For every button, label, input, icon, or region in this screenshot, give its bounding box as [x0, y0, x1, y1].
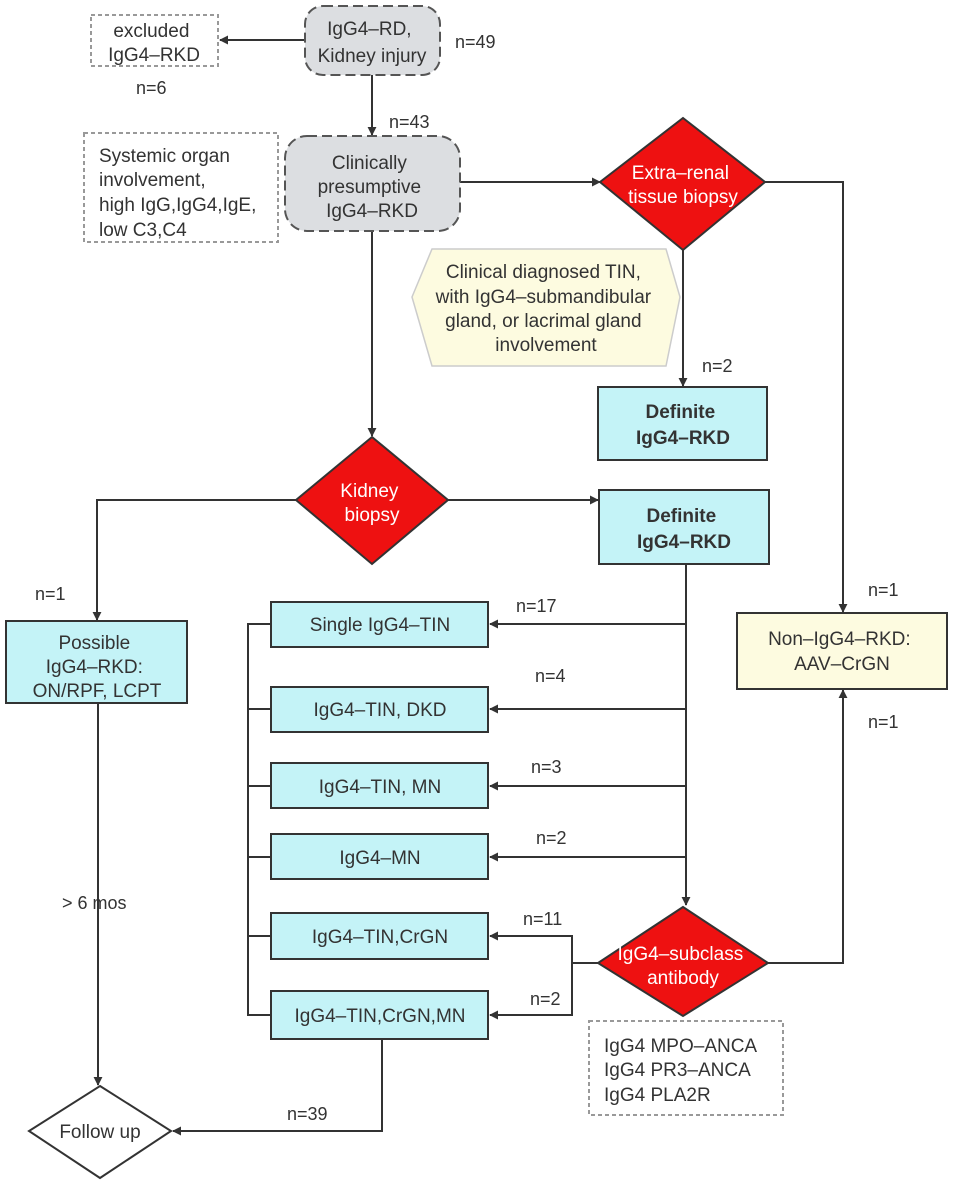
- possible-line-1: Possible: [58, 633, 130, 654]
- svg-text:excluded IgG4–RKD: excluded IgG4–RKD: [108, 21, 200, 66]
- tin-note-line-4: involvement: [495, 335, 597, 356]
- excluded-line-1: excluded: [113, 21, 189, 42]
- possible-node: Possible IgG4–RKD: ON/RPF, LCPT: [5, 620, 188, 704]
- count-n3: n=3: [531, 757, 562, 777]
- possible-line-3: ON/RPF, LCPT: [33, 681, 162, 702]
- antibody-line-3: IgG4 PLA2R: [604, 1085, 711, 1106]
- systemic-line-1: Systemic organ: [99, 146, 230, 167]
- definite-top-line-2: IgG4–RKD: [636, 428, 730, 449]
- count-labels: n=49 n=6 n=43 n=2 n=1 n=17 n=4 n=3 n=2 n…: [35, 32, 899, 1124]
- svg-text:Possible IgG4–RKD:: Possible IgG4–RKD: ON/RPF, LCPT: [33, 633, 162, 702]
- follow-up-diamond: Follow up: [27, 1084, 173, 1180]
- kidney-biopsy-line-2: biopsy: [345, 505, 400, 526]
- tin-crgn-node: IgG4–TIN,CrGN: [270, 912, 489, 960]
- single-tin-label: Single IgG4–TIN: [310, 615, 450, 636]
- excluded-note: excluded IgG4–RKD: [90, 14, 219, 67]
- mn-label: IgG4–MN: [339, 848, 420, 869]
- count-n2-top: n=2: [702, 356, 733, 376]
- tin-crgn-label: IgG4–TIN,CrGN: [312, 927, 448, 948]
- definite-mid-line-1: Definite: [647, 506, 717, 527]
- svg-text:IgG4–subclass antibody: IgG4–subclass antibody: [618, 944, 749, 989]
- tin-mn-node: IgG4–TIN, MN: [270, 762, 489, 809]
- count-n4: n=4: [535, 666, 566, 686]
- igg4rd-node: IgG4–RD, Kidney injury: [304, 5, 441, 76]
- systemic-line-4: low C3,C4: [99, 220, 187, 241]
- tin-crgn-mn-label: IgG4–TIN,CrGN,MN: [294, 1006, 465, 1027]
- edge-tin-crgn-mn-to-follow-up: [172, 1040, 383, 1136]
- connectors: [92, 35, 848, 1136]
- follow-up-label: Follow up: [59, 1122, 140, 1143]
- clinical-line-1: Clinically: [332, 153, 407, 174]
- clinical-node: Clinically presumptive IgG4–RKD: [284, 135, 461, 232]
- svg-text:Systemic organ involveme: Systemic organ involvement, high IgG,IgG…: [99, 146, 262, 241]
- svg-text:IgG4 MPO–ANCA IgG4 PR3–A: IgG4 MPO–ANCA IgG4 PR3–ANCA IgG4 PLA2R: [604, 1036, 761, 1106]
- definite-mid-node: Definite IgG4–RKD: [598, 489, 770, 565]
- kidney-biopsy-line-1: Kidney: [340, 481, 399, 502]
- edge-subclass-branch-lower: [489, 963, 573, 1020]
- definite-top-line-1: Definite: [646, 402, 716, 423]
- subclass-antibody-diamond: IgG4–subclass antibody: [596, 905, 770, 1018]
- tin-note-line-1: Clinical diagnosed TIN,: [446, 262, 641, 283]
- extrarenal-line-1: Extra–renal: [632, 163, 729, 184]
- count-n1-top-right: n=1: [868, 580, 899, 600]
- subclass-line-2: antibody: [647, 968, 719, 989]
- igg4rd-line-1: IgG4–RD,: [327, 19, 411, 40]
- count-n49: n=49: [455, 32, 496, 52]
- count-n2-crgn: n=2: [530, 989, 561, 1009]
- systemic-line-2: involvement,: [99, 170, 206, 191]
- clinical-line-3: IgG4–RKD: [326, 201, 418, 222]
- count-n1-left: n=1: [35, 584, 66, 604]
- tin-note-line-2: with IgG4–submandibular: [435, 287, 652, 308]
- subclass-line-1: IgG4–subclass: [618, 944, 744, 965]
- count-n1-bottom-right: n=1: [868, 712, 899, 732]
- excluded-line-2: IgG4–RKD: [108, 45, 200, 66]
- tin-note-hexagon: Clinical diagnosed TIN, with IgG4–subman…: [411, 248, 681, 367]
- svg-text:Clinically presumptive: Clinically presumptive IgG4–RKD: [318, 153, 427, 222]
- svg-text:Clinical diagnosed TIN,: Clinical diagnosed TIN, with IgG4–subman…: [435, 262, 657, 356]
- extrarenal-biopsy-diamond: Extra–renal tissue biopsy: [598, 116, 767, 252]
- count-n11: n=11: [523, 909, 562, 929]
- count-n17: n=17: [516, 596, 557, 616]
- svg-text:Definite IgG4–RKD: Definite IgG4–RKD: [637, 506, 731, 553]
- kidney-biopsy-diamond: Kidney biopsy: [294, 435, 450, 566]
- possible-line-2: IgG4–RKD:: [46, 657, 143, 678]
- non-igg4-node: Non–IgG4–RKD: AAV–CrGN: [736, 612, 948, 690]
- count-n6: n=6: [136, 78, 167, 98]
- count-n39: n=39: [287, 1104, 328, 1124]
- mn-node: IgG4–MN: [270, 833, 489, 880]
- igg4rd-line-2: Kidney injury: [318, 46, 427, 67]
- tin-crgn-mn-node: IgG4–TIN,CrGN,MN: [270, 990, 489, 1040]
- antibody-line-2: IgG4 PR3–ANCA: [604, 1060, 751, 1081]
- count-n43: n=43: [389, 112, 430, 132]
- definite-mid-line-2: IgG4–RKD: [637, 532, 731, 553]
- definite-top-node: Definite IgG4–RKD: [597, 386, 768, 461]
- systemic-note: Systemic organ involvement, high IgG,IgG…: [83, 132, 279, 243]
- svg-text:Non–IgG4–RKD: AAV–CrGN: Non–IgG4–RKD: AAV–CrGN: [768, 629, 916, 675]
- edge-subclass-to-non-igg4: [768, 689, 848, 964]
- tin-dkd-node: IgG4–TIN, DKD: [270, 686, 489, 733]
- clinical-line-2: presumptive: [318, 177, 422, 198]
- outcome-bracket: [247, 623, 270, 1016]
- antibody-note: IgG4 MPO–ANCA IgG4 PR3–ANCA IgG4 PLA2R: [588, 1020, 784, 1116]
- single-tin-node: Single IgG4–TIN: [270, 601, 489, 648]
- non-igg4-line-2: AAV–CrGN: [794, 654, 890, 675]
- count-n2-mn: n=2: [536, 828, 567, 848]
- antibody-line-1: IgG4 MPO–ANCA: [604, 1036, 757, 1057]
- edge-kidney-biopsy-to-possible: [92, 499, 296, 621]
- svg-text:Definite IgG4–RKD: Definite IgG4–RKD: [636, 402, 730, 449]
- tin-mn-label: IgG4–TIN, MN: [319, 777, 441, 798]
- svg-text:Kidney biopsy: Kidney biopsy: [340, 481, 403, 526]
- svg-text:IgG4–RD, Kidney injury: IgG4–RD, Kidney injury: [318, 19, 427, 67]
- tin-note-line-3: gland, or lacrimal gland: [445, 311, 641, 332]
- systemic-line-3: high IgG,IgG4,IgE,: [99, 195, 256, 216]
- non-igg4-line-1: Non–IgG4–RKD:: [768, 629, 911, 650]
- extrarenal-line-2: tissue biopsy: [628, 187, 738, 208]
- tin-dkd-label: IgG4–TIN, DKD: [313, 700, 446, 721]
- edge-extrarenal-to-non-igg4: [765, 181, 848, 613]
- months-label: > 6 mos: [62, 893, 127, 913]
- svg-text:Extra–renal tissue biops: Extra–renal tissue biopsy: [628, 163, 738, 208]
- edge-subclass-branch-upper: [489, 931, 598, 964]
